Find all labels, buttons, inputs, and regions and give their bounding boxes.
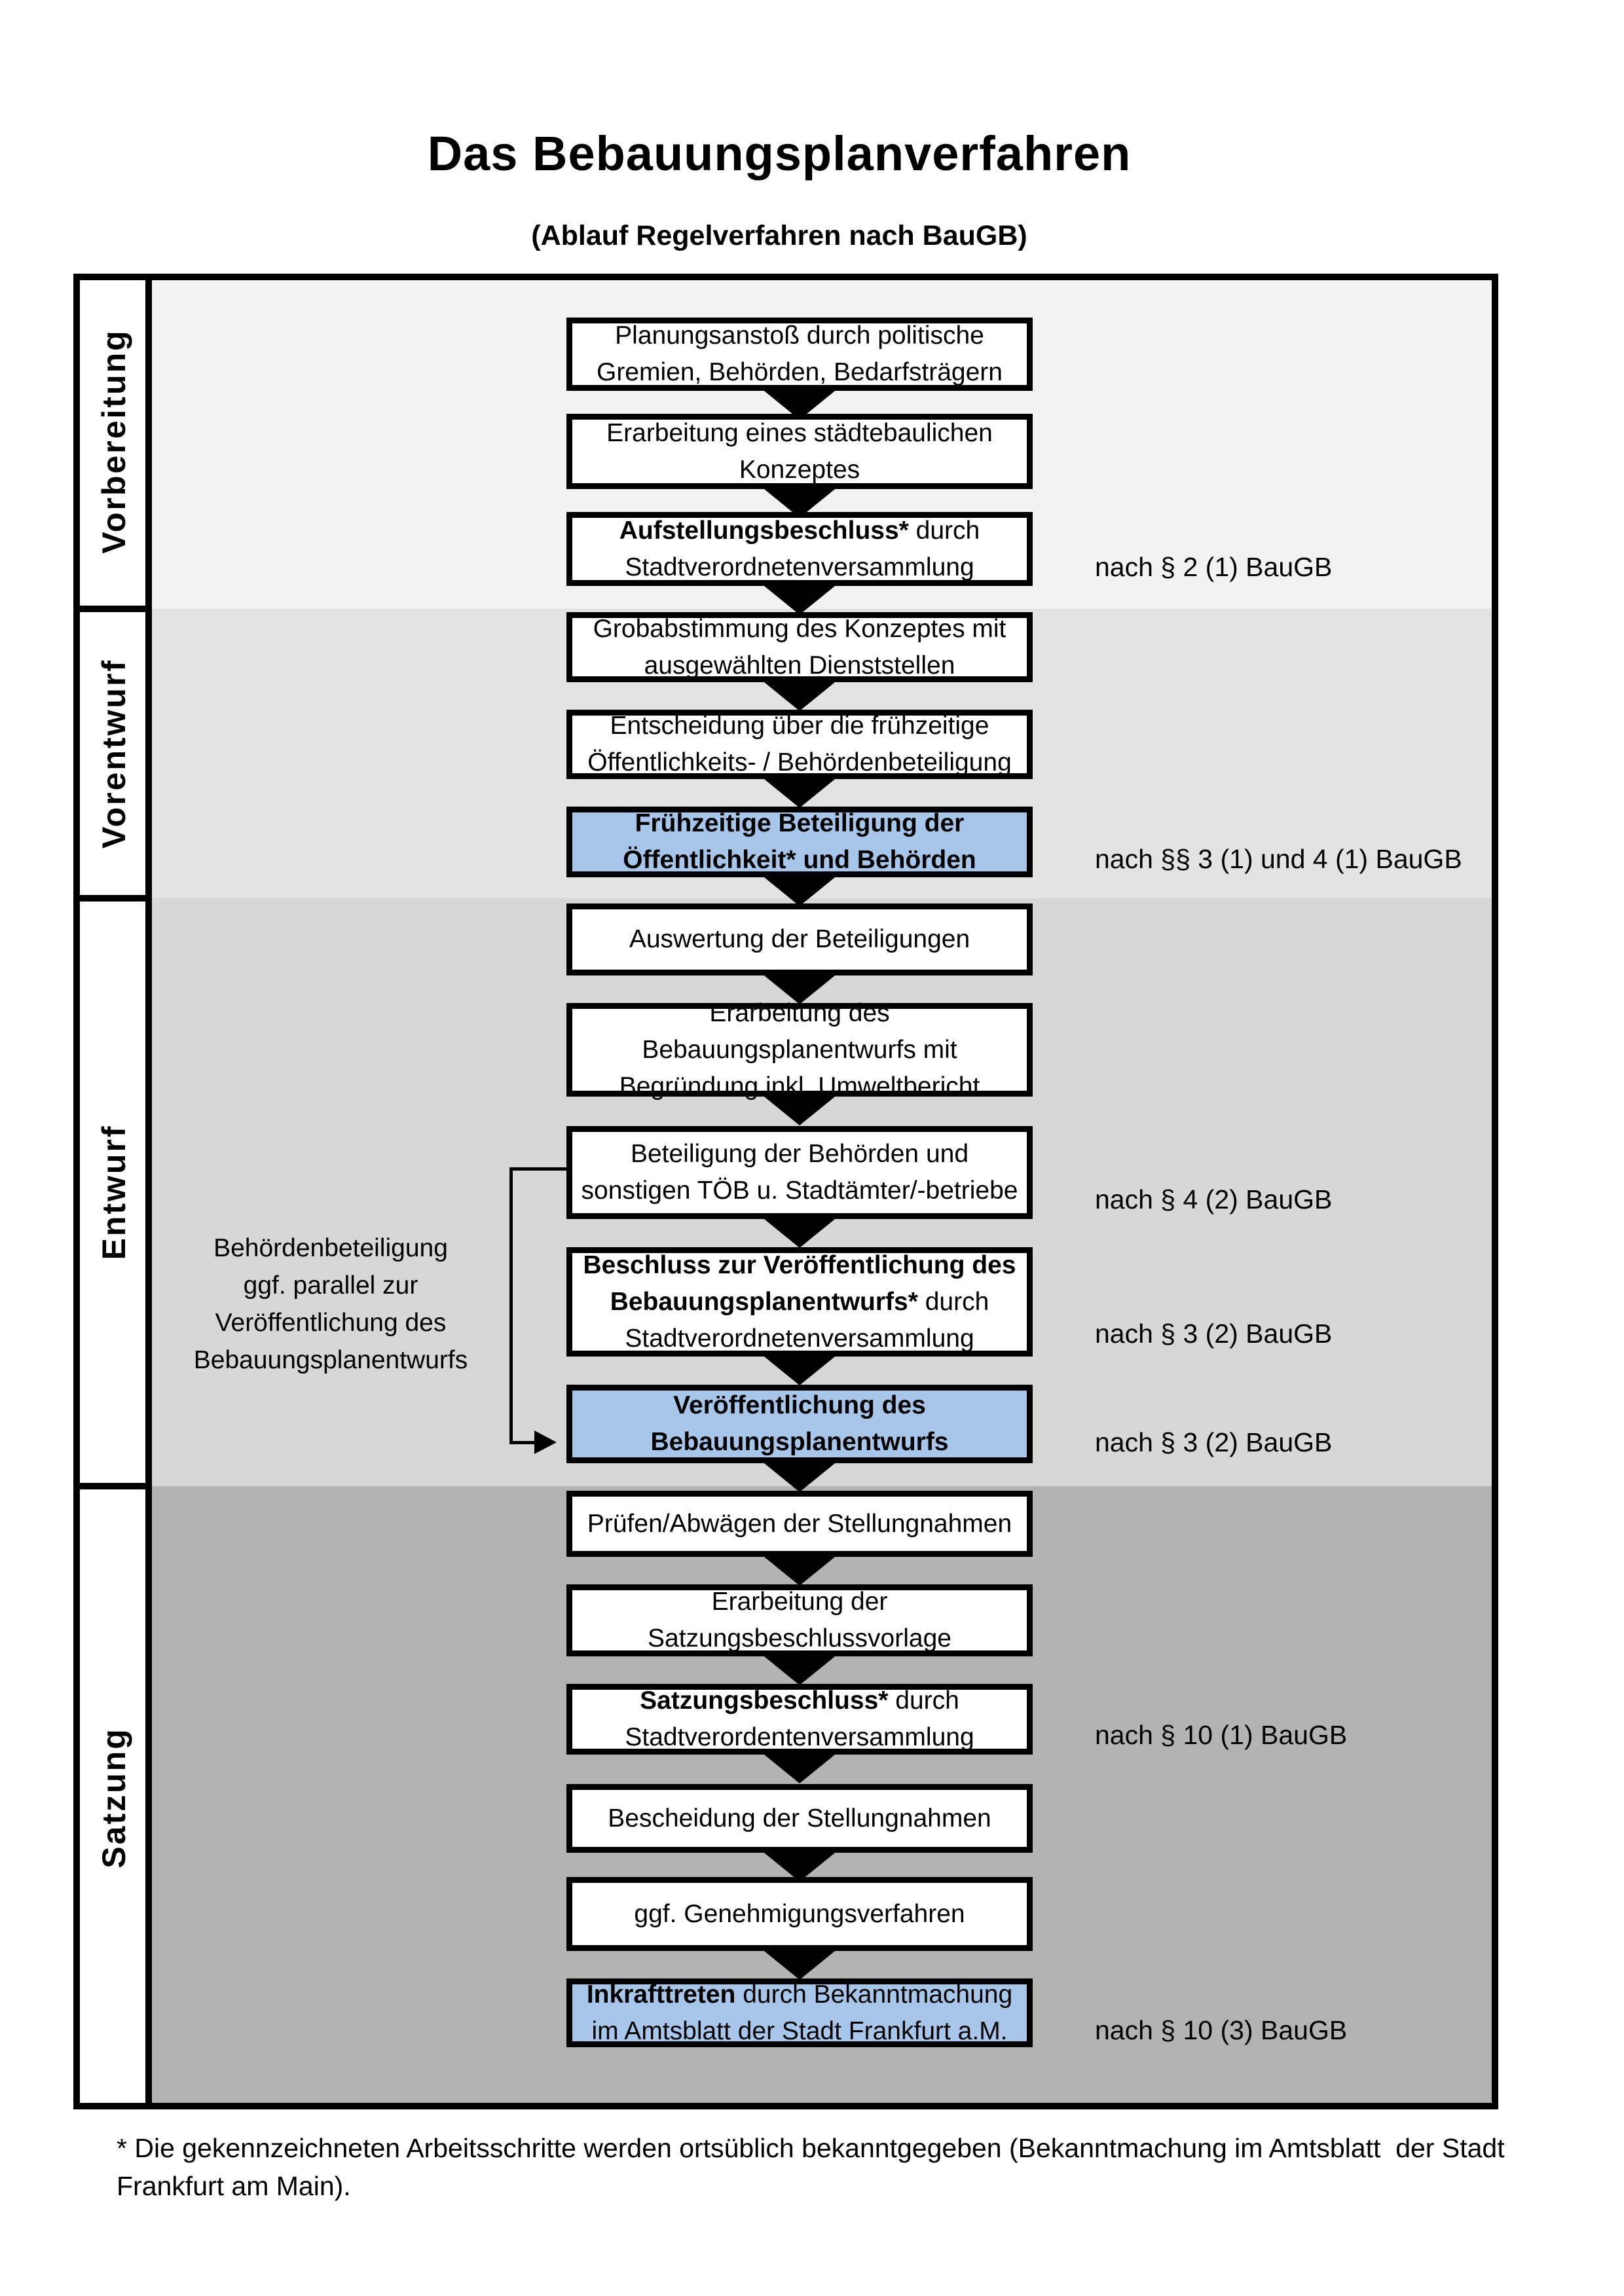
bracket-line-top [509,1167,567,1171]
label-divider [73,1483,152,1489]
legal-ref-fruehzeitige-beteiligung: nach §§ 3 (1) und 4 (1) BauGB [1095,844,1462,874]
flow-arrow-down-icon [761,973,838,1004]
step-box-bescheidung: Bescheidung der Stellungnahmen [566,1784,1033,1853]
page-title: Das Bebauungsplanverfahren [427,126,1132,181]
legal-ref-veroeffentlichung: nach § 3 (2) BauGB [1095,1427,1333,1457]
label-column-separator [145,274,152,2109]
flow-arrow-down-icon [761,1752,838,1783]
footnote: * Die gekennzeichneten Arbeitsschritte w… [117,2133,1505,2201]
flow-arrow-down-icon [761,1850,838,1882]
flow-arrow-down-icon [761,486,838,518]
phase-label-entwurf: Entwurf [96,1124,132,1260]
phase-label-vorentwurf: Vorentwurf [96,658,132,849]
flow-arrow-down-icon [761,1654,838,1685]
step-box-genehmigungsverfahren: ggf. Genehmigungsverfahren [566,1877,1033,1951]
bracket-line-vertical [509,1167,513,1444]
bracket-arrow-right-icon [534,1430,557,1454]
legal-ref-inkrafttreten: nach § 10 (3) BauGB [1095,2015,1348,2045]
bracket-line-bottom [509,1441,538,1444]
flow-arrow-down-icon [761,388,838,420]
legal-ref-beschluss-veroeffentlichung: nach § 3 (2) BauGB [1095,1319,1333,1349]
flow-arrow-down-icon [761,1094,838,1125]
step-box-auswertung: Auswertung der Beteiligungen [566,903,1033,975]
legal-ref-aufstellungsbeschluss: nach § 2 (1) BauGB [1095,552,1333,582]
flow-arrow-down-icon [761,680,838,711]
phase-label-satzung: Satzung [96,1727,132,1868]
flow-arrow-down-icon [761,1948,838,1980]
flow-arrow-down-icon [761,776,838,808]
flow-arrow-down-icon [761,583,838,615]
step-box-pruefen-abwaegen: Prüfen/Abwägen der Stellungnahmen [566,1491,1033,1557]
legal-ref-behoerdenbeteiligung: nach § 4 (2) BauGB [1095,1184,1333,1214]
flow-arrow-down-icon [761,1354,838,1385]
page-subtitle: (Ablauf Regelverfahren nach BauGB) [531,220,1027,251]
label-divider [73,606,152,612]
flow-arrow-down-icon [761,1461,838,1492]
label-divider [73,895,152,902]
flow-arrow-down-icon [761,1216,838,1248]
phase-label-vorbereitung: Vorbereitung [96,329,132,554]
flow-arrow-down-icon [761,875,838,906]
flow-arrow-down-icon [761,1554,838,1586]
legal-ref-satzungsbeschluss: nach § 10 (1) BauGB [1095,1720,1348,1750]
